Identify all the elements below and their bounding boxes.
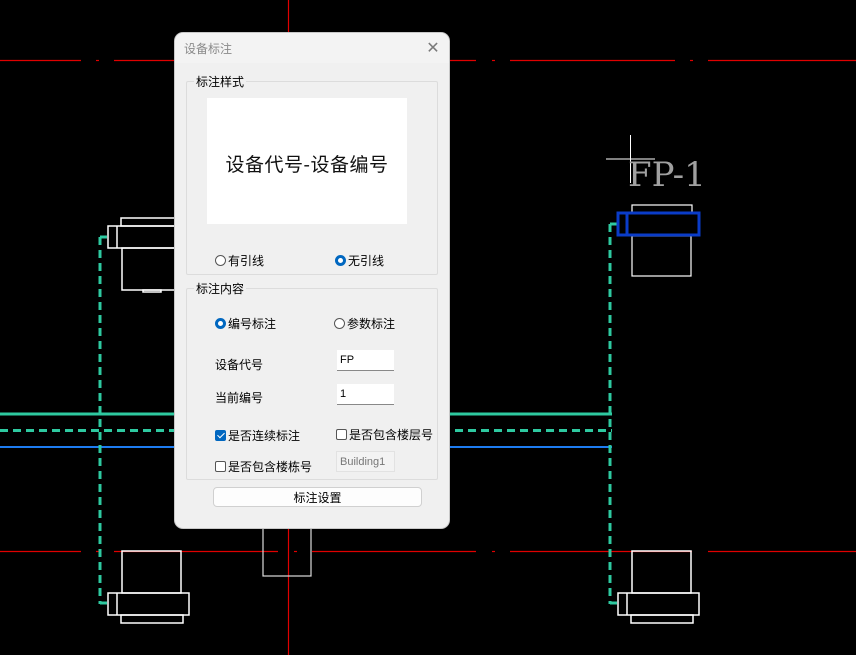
- radio-no-leader-label: 无引线: [348, 254, 385, 268]
- continuous-annotation-label: 是否连续标注: [228, 429, 301, 443]
- checkbox-checked-icon: [215, 430, 226, 441]
- equipment-label[interactable]: FP-1: [628, 155, 706, 195]
- dialog-title: 设备标注: [184, 42, 233, 56]
- style-group: 标注样式: [186, 73, 438, 275]
- content-group-label: 标注内容: [194, 280, 247, 297]
- annotation-settings-button[interactable]: 标注设置: [213, 487, 422, 507]
- close-icon[interactable]: ✕: [426, 38, 440, 57]
- equipment-code-input[interactable]: [337, 350, 394, 371]
- include-floor-label: 是否包含楼层号: [349, 428, 434, 442]
- radio-selected-icon: [335, 255, 346, 266]
- building-input: [336, 451, 395, 472]
- radio-number-annotation[interactable]: 编号标注: [215, 315, 276, 332]
- style-group-label: 标注样式: [194, 73, 247, 90]
- radio-param-label: 参数标注: [347, 317, 396, 331]
- radio-param-annotation[interactable]: 参数标注: [334, 315, 395, 332]
- fan-coil-unit[interactable]: [107, 217, 184, 293]
- radio-number-label: 编号标注: [228, 317, 277, 331]
- radio-icon: [334, 318, 345, 329]
- cursor-crosshair-icon: [606, 135, 655, 183]
- fan-coil-unit[interactable]: [107, 550, 190, 624]
- preview-box: 设备代号-设备编号: [207, 98, 407, 224]
- current-number-label: 当前编号: [215, 391, 264, 405]
- fan-coil-unit-selected[interactable]: [616, 204, 701, 277]
- include-building-checkbox[interactable]: 是否包含楼栋号: [215, 458, 312, 475]
- radio-no-leader[interactable]: 无引线: [335, 252, 384, 269]
- fan-coil-unit[interactable]: [617, 550, 700, 624]
- equipment-annotation-dialog: 设备标注 ✕ 标注样式 设备代号-设备编号 有引线 无引线 标注内容 编号标注 …: [175, 33, 449, 528]
- checkbox-icon: [215, 461, 226, 472]
- content-group: 标注内容: [186, 280, 438, 480]
- continuous-annotation-checkbox[interactable]: 是否连续标注: [215, 427, 300, 444]
- include-floor-checkbox[interactable]: 是否包含楼层号: [336, 426, 433, 443]
- radio-with-leader[interactable]: 有引线: [215, 252, 264, 269]
- equipment-code-label: 设备代号: [215, 358, 264, 372]
- radio-with-leader-label: 有引线: [228, 254, 265, 268]
- radio-selected-icon: [215, 318, 226, 329]
- title-bar[interactable]: 设备标注 ✕: [175, 33, 449, 63]
- radio-icon: [215, 255, 226, 266]
- preview-text: 设备代号-设备编号: [225, 154, 389, 176]
- checkbox-icon: [336, 429, 347, 440]
- current-number-input[interactable]: [337, 384, 394, 405]
- include-building-label: 是否包含楼栋号: [228, 460, 313, 474]
- column-outline: [262, 527, 312, 577]
